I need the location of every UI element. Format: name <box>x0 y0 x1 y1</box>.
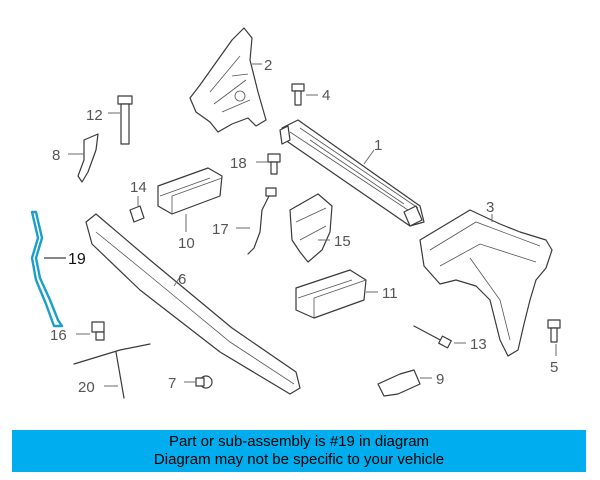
part-20-bracket <box>73 343 151 399</box>
part-5-bolt <box>547 319 561 356</box>
part-8-bracket <box>68 133 99 183</box>
part-9-bracket <box>377 369 432 397</box>
callout-1: 1 <box>374 137 382 154</box>
info-banner: Part or sub-assembly is #19 in diagram D… <box>12 430 586 472</box>
part-10-bracket <box>157 167 223 232</box>
part-16-bolt <box>76 321 105 341</box>
callout-19-highlighted: 19 <box>68 251 86 268</box>
part-6-reinforcement <box>85 213 301 395</box>
callout-8: 8 <box>52 147 60 164</box>
callout-10: 10 <box>178 235 195 252</box>
callout-9: 9 <box>436 371 444 388</box>
part-15-bracket <box>289 193 333 263</box>
part-7-bolt <box>184 375 213 389</box>
part-2-bracket <box>189 27 267 133</box>
banner-line-1: Part or sub-assembly is #19 in diagram <box>168 433 430 450</box>
callout-15: 15 <box>334 233 351 250</box>
callout-17: 17 <box>212 221 229 238</box>
part-19-highlighted-seal <box>30 210 66 328</box>
part-1-crossmember <box>279 119 425 227</box>
callout-6: 6 <box>178 271 186 288</box>
part-14-clip <box>129 196 145 223</box>
callout-13: 13 <box>470 336 487 353</box>
part-17-harness <box>236 187 277 255</box>
callout-11: 11 <box>382 285 398 302</box>
callout-5: 5 <box>550 359 558 376</box>
callout-20: 20 <box>78 379 95 396</box>
part-12-bolt <box>108 95 133 145</box>
part-13-bolt <box>413 325 466 349</box>
part-11-bracket <box>295 269 378 319</box>
part-4-bolt <box>291 83 318 106</box>
callout-7: 7 <box>168 375 176 392</box>
callout-3: 3 <box>486 199 494 216</box>
callout-12: 12 <box>86 107 103 124</box>
part-3-sidemember <box>419 209 553 357</box>
banner-line-2: Diagram may not be specific to your vehi… <box>153 451 445 468</box>
callout-14: 14 <box>130 179 147 196</box>
callout-18: 18 <box>230 155 247 172</box>
callout-2: 2 <box>264 57 272 74</box>
callout-4: 4 <box>322 87 330 104</box>
callout-16: 16 <box>50 327 67 344</box>
parts-diagram: 1 2 3 4 5 6 7 8 9 10 11 12 13 14 15 16 1… <box>30 27 561 399</box>
part-18-bolt <box>256 153 281 175</box>
